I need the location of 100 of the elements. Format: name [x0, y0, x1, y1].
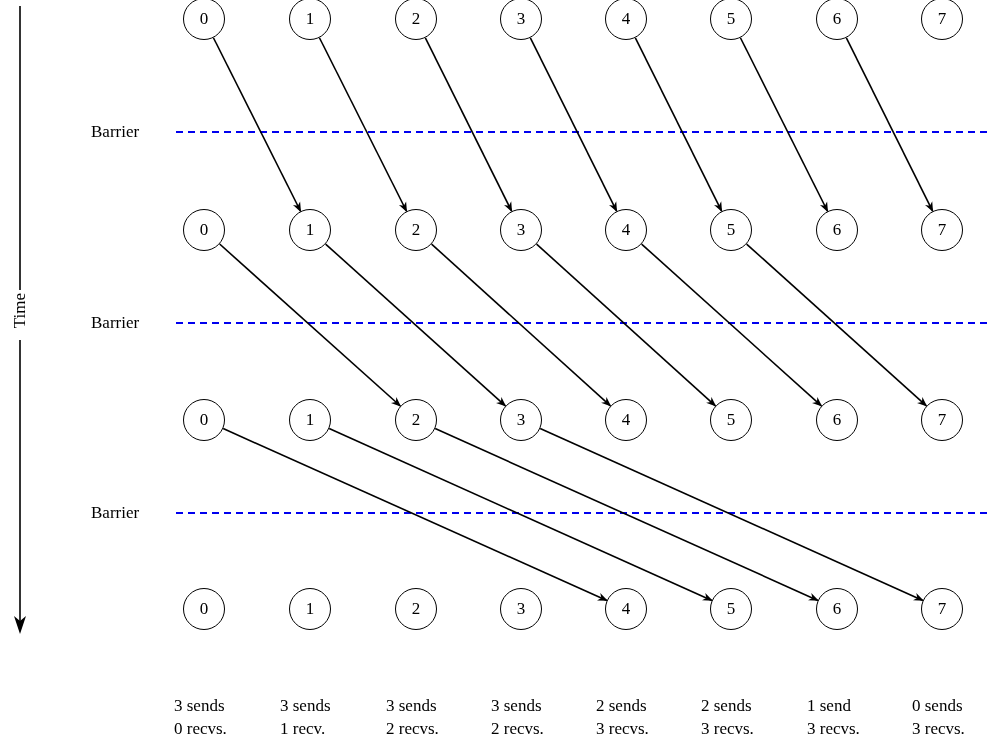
- arrow: [640, 243, 823, 407]
- process-number: 5: [726, 410, 736, 430]
- count-label: 0 recvs.: [174, 720, 227, 737]
- process-circle: [395, 0, 437, 40]
- process-number: 6: [832, 410, 842, 430]
- process-number: 4: [621, 599, 631, 619]
- process-circle: [710, 0, 752, 40]
- process-circle: [183, 588, 225, 630]
- arrow: [745, 243, 928, 407]
- process-circle: [605, 209, 647, 251]
- process-number: 2: [411, 9, 421, 29]
- process-number: 3: [516, 410, 526, 430]
- process-number: 4: [621, 410, 631, 430]
- process-number: 5: [726, 220, 736, 240]
- arrow: [535, 243, 717, 407]
- process-circle: [710, 209, 752, 251]
- process-number: 1: [305, 410, 315, 430]
- process-number: 3: [516, 9, 526, 29]
- arrow: [539, 427, 924, 602]
- process-circle: [710, 588, 752, 630]
- process-circle: [395, 399, 437, 441]
- process-circle: [921, 0, 963, 40]
- arrow: [328, 427, 713, 602]
- count-label: 3 recvs.: [912, 720, 965, 737]
- barrier-label: Barrier: [91, 504, 140, 521]
- arrow: [318, 36, 408, 213]
- arrow: [430, 243, 612, 407]
- arrow: [212, 36, 302, 213]
- count-label: 2 recvs.: [386, 720, 439, 737]
- arrow: [634, 37, 723, 213]
- process-circle: [605, 0, 647, 40]
- process-number: 2: [411, 220, 421, 240]
- process-circle: [816, 588, 858, 630]
- process-circle: [921, 399, 963, 441]
- process-circle: [395, 588, 437, 630]
- count-label: 3 recvs.: [596, 720, 649, 737]
- count-label: 3 sends: [491, 697, 542, 714]
- process-number: 3: [516, 220, 526, 240]
- arrow: [222, 427, 608, 602]
- process-number: 0: [199, 410, 209, 430]
- process-number: 4: [621, 220, 631, 240]
- process-number: 5: [726, 9, 736, 29]
- count-label: 2 sends: [596, 697, 647, 714]
- process-circle: [605, 399, 647, 441]
- process-circle: [289, 0, 331, 40]
- process-circle: [183, 209, 225, 251]
- arrow: [434, 427, 819, 602]
- process-number: 1: [305, 599, 315, 619]
- count-label: 3 recvs.: [701, 720, 754, 737]
- process-number: 3: [516, 599, 526, 619]
- arrow: [845, 37, 934, 213]
- arrow: [324, 243, 507, 407]
- count-label: 3 sends: [280, 697, 331, 714]
- process-number: 0: [199, 220, 209, 240]
- process-number: 4: [621, 9, 631, 29]
- barrier-label: Barrier: [91, 314, 140, 331]
- process-circle: [500, 209, 542, 251]
- process-number: 2: [411, 599, 421, 619]
- count-label: 3 sends: [386, 697, 437, 714]
- process-number: 6: [832, 599, 842, 619]
- process-number: 0: [199, 599, 209, 619]
- process-number: 6: [832, 9, 842, 29]
- process-circle: [921, 588, 963, 630]
- count-label: 1 send: [807, 697, 851, 714]
- process-circle: [816, 0, 858, 40]
- process-circle: [500, 588, 542, 630]
- process-circle: [395, 209, 437, 251]
- arrow: [529, 37, 618, 213]
- count-label: 2 sends: [701, 697, 752, 714]
- count-label: 2 recvs.: [491, 720, 544, 737]
- process-circle: [816, 209, 858, 251]
- process-number: 7: [937, 9, 947, 29]
- barrier-label: Barrier: [91, 123, 140, 140]
- process-circle: [605, 588, 647, 630]
- process-circle: [500, 0, 542, 40]
- process-number: 1: [305, 220, 315, 240]
- process-number: 2: [411, 410, 421, 430]
- count-label: 0 sends: [912, 697, 963, 714]
- arrow: [739, 36, 829, 213]
- count-label: 1 recv.: [280, 720, 326, 737]
- process-circle: [289, 209, 331, 251]
- process-circle: [289, 399, 331, 441]
- process-number: 0: [199, 9, 209, 29]
- process-number: 1: [305, 9, 315, 29]
- arrow: [424, 37, 513, 213]
- process-circle: [921, 209, 963, 251]
- process-circle: [816, 399, 858, 441]
- process-circle: [710, 399, 752, 441]
- process-number: 7: [937, 410, 947, 430]
- process-number: 7: [937, 220, 947, 240]
- process-number: 7: [937, 599, 947, 619]
- process-circle: [183, 0, 225, 40]
- process-circle: [183, 399, 225, 441]
- process-number: 6: [832, 220, 842, 240]
- count-label: 3 recvs.: [807, 720, 860, 737]
- arrow: [218, 243, 402, 407]
- process-circle: [500, 399, 542, 441]
- process-circle: [289, 588, 331, 630]
- count-label: 3 sends: [174, 697, 225, 714]
- process-number: 5: [726, 599, 736, 619]
